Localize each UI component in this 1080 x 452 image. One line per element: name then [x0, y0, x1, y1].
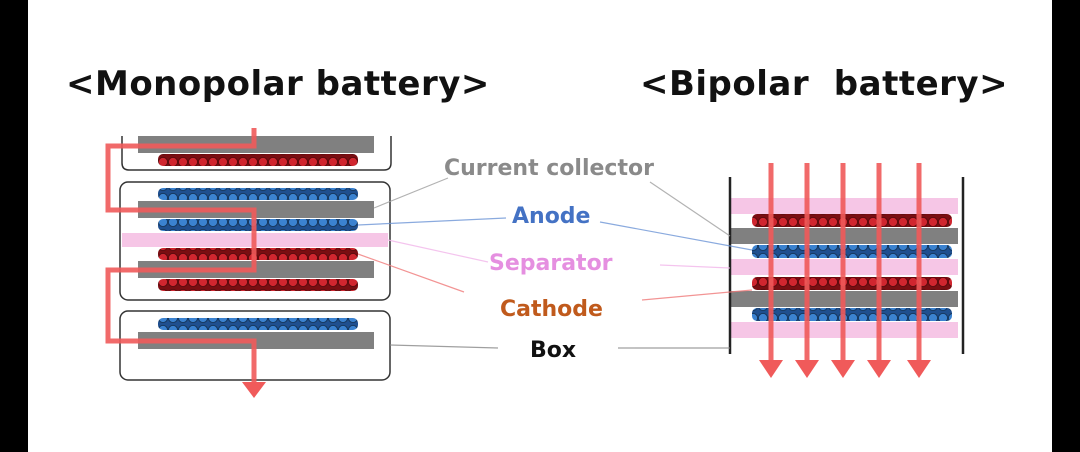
bipolar-title: <Bipolar battery>: [640, 64, 1009, 104]
cathode-leader-right: [641, 289, 753, 301]
monopolar-current-path: [105, 128, 257, 384]
monopolar-title: <Monopolar battery>: [66, 64, 490, 104]
cathode-leader-left: [357, 253, 465, 293]
bipolar-current-arrows: [759, 163, 931, 378]
current-collector-leader-left: [373, 177, 449, 209]
monopolar-anode-layer: [158, 219, 358, 231]
monopolar-cathode-layer: [158, 279, 358, 291]
bipolar-anode-layer: [752, 308, 952, 321]
anode-leader-left: [357, 217, 507, 226]
label-current-collector: Current collector: [444, 156, 654, 181]
leader-lines: [357, 177, 753, 349]
monopolar-anode-layer: [158, 318, 358, 330]
bipolar-cathode-layer: [752, 214, 952, 227]
battery-diagram: [105, 128, 965, 398]
monopolar-cathode-layer: [158, 154, 358, 166]
box-leader-left: [389, 344, 499, 349]
current-collector-leader-right: [649, 181, 731, 237]
label-separator: Separator: [489, 251, 613, 276]
bipolar-cathode-layer: [752, 277, 952, 290]
anode-leader-right: [599, 221, 753, 251]
monopolar-anode-layer: [158, 188, 358, 200]
bipolar-anode-layer: [752, 245, 952, 258]
monopolar-cell-1-box: [121, 136, 392, 171]
bipolar-battery: [728, 163, 965, 378]
monopolar-battery: [105, 128, 392, 398]
separator-leader-right: [659, 264, 731, 269]
label-anode: Anode: [512, 204, 591, 229]
separator-leader-left: [387, 239, 489, 263]
monopolar-cathode-layer: [158, 248, 358, 260]
label-box: Box: [530, 338, 577, 363]
diagram-canvas: <Monopolar battery> <Bipolar battery>: [28, 0, 1052, 452]
label-cathode: Cathode: [500, 297, 603, 322]
monopolar-current-arrowhead: [242, 382, 266, 398]
